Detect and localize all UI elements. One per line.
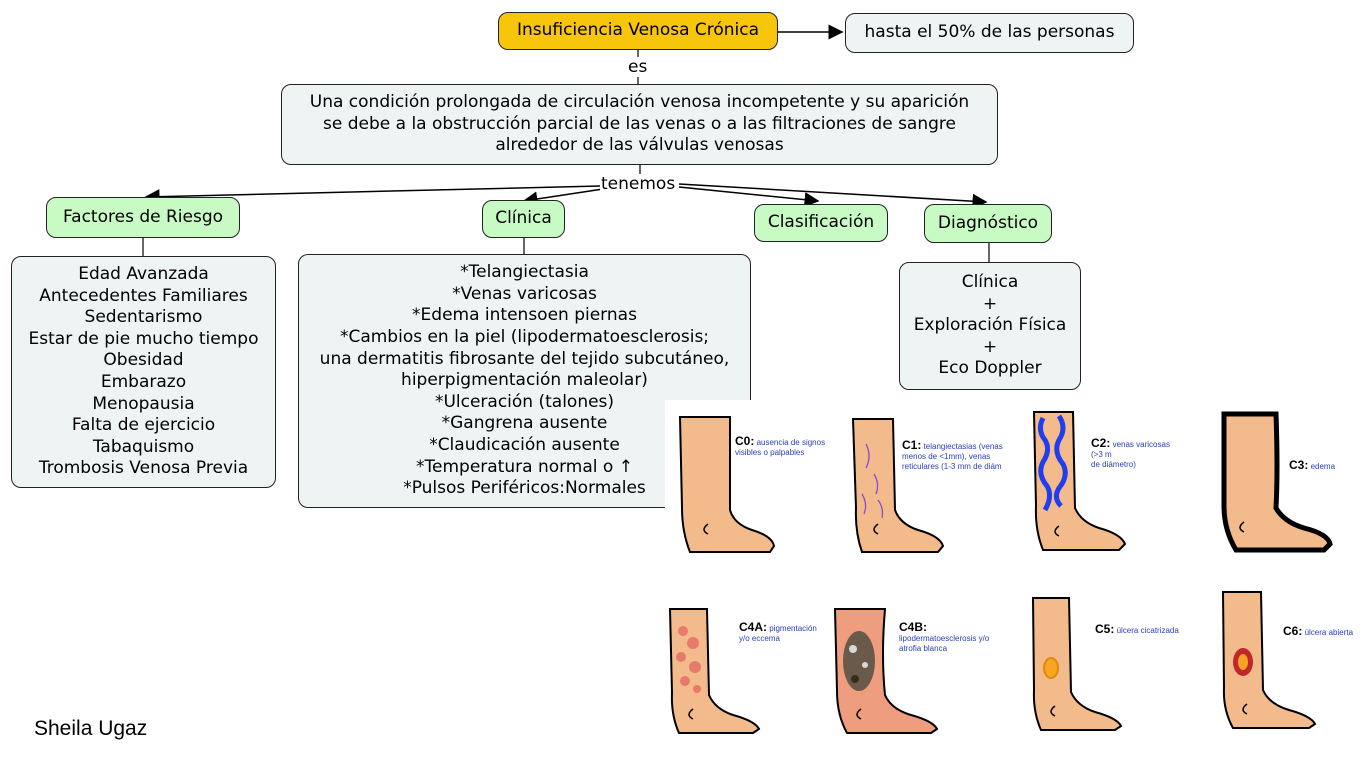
risk-factor-item: Estar de pie mucho tiempo bbox=[28, 328, 259, 349]
stage-desc: menos de <1mm), venas bbox=[902, 452, 991, 461]
stage-code: C4A: bbox=[739, 620, 768, 634]
category-label: Diagnóstico bbox=[937, 212, 1039, 233]
risk-factor-item: Obesidad bbox=[103, 350, 184, 371]
leg-illustration-c4b bbox=[833, 608, 939, 734]
category-clinica[interactable]: Clínica bbox=[482, 200, 565, 238]
diagnostic-item: + bbox=[982, 293, 998, 314]
clinical-item: *Pulsos Periféricos:Normales bbox=[403, 478, 646, 499]
stage-code: C6: bbox=[1283, 624, 1303, 638]
stage-code: C4B: bbox=[899, 620, 928, 634]
leg-illustration-c0 bbox=[678, 416, 776, 553]
stage-desc: y/o eccema bbox=[739, 634, 780, 643]
stage-desc: lipodermatoesclerosis y/o bbox=[899, 634, 990, 643]
stage-code: C5: bbox=[1095, 622, 1115, 636]
link-label-tenemos: tenemos bbox=[600, 174, 677, 194]
stage-desc: de diámetro) bbox=[1091, 460, 1136, 469]
clinical-item: *Telangiectasia bbox=[460, 262, 589, 283]
stage-desc: atrofia blanca bbox=[899, 644, 948, 653]
leg-illustration-c6 bbox=[1221, 591, 1317, 729]
arrow-clasificacion bbox=[678, 186, 820, 208]
stage-caption: C6: úlcera abierta bbox=[1283, 624, 1366, 638]
clinical-item: *Claudicación ausente bbox=[429, 434, 620, 455]
clinical-item: *Cambios en la piel (lipodermatoescleros… bbox=[339, 327, 710, 348]
ceap-classification-image: C0: ausencia de signos visibles o palpab… bbox=[665, 400, 1366, 743]
diagnostic-item: Eco Doppler bbox=[938, 358, 1042, 379]
clinical-item: *Gangrena ausente bbox=[441, 413, 608, 434]
clinical-item: *Temperatura normal o ↑ bbox=[416, 456, 633, 477]
risk-factor-item: Antecedentes Familiares bbox=[39, 285, 248, 306]
stage-desc: edema bbox=[1310, 462, 1336, 471]
leg-illustration-c3 bbox=[1221, 411, 1333, 553]
title-text: Insuficiencia Venosa Crónica bbox=[516, 20, 760, 41]
stage-desc: telangiectasias (venas bbox=[923, 442, 1003, 451]
stage-code: C2: bbox=[1091, 438, 1111, 450]
diagnostic-item: Exploración Física bbox=[913, 315, 1067, 336]
stage-caption: C0: ausencia de signos visibles o palpab… bbox=[735, 434, 830, 458]
category-factores-de-riesgo[interactable]: Factores de Riesgo bbox=[46, 197, 240, 238]
category-label: Clínica bbox=[495, 208, 552, 229]
stage-desc: venas varicosas (>3 m bbox=[1091, 440, 1170, 459]
stage-code: C0: bbox=[735, 434, 755, 448]
risk-factor-item: Sedentarismo bbox=[84, 307, 203, 328]
stage-desc: úlcera cicatrizada bbox=[1116, 626, 1179, 635]
stage-desc: úlcera abierta bbox=[1304, 628, 1354, 637]
risk-factor-item: Falta de ejercicio bbox=[71, 415, 216, 436]
leg-illustration-c4a bbox=[668, 608, 761, 734]
stage-code: C1: bbox=[902, 438, 922, 452]
clinical-item: una dermatitis fibrosante del tejido sub… bbox=[319, 348, 730, 369]
arrow-clinica bbox=[522, 188, 604, 207]
definition-line: alrededor de las válvulas venosas bbox=[495, 135, 784, 156]
risk-factor-item: Embarazo bbox=[100, 372, 187, 392]
category-label: Clasificación bbox=[767, 212, 875, 233]
stage-caption: C5: úlcera cicatrizada bbox=[1095, 622, 1195, 636]
arrow-factores bbox=[144, 185, 601, 205]
stage-desc: visibles o palpables bbox=[735, 448, 805, 457]
leg-illustration-c1 bbox=[851, 418, 945, 553]
clinical-item: *Ulceración (talones) bbox=[434, 391, 615, 412]
leg-illustration-c2 bbox=[1032, 411, 1127, 551]
risk-factor-item: Menopausia bbox=[92, 393, 195, 414]
stage-desc: reticulares (1-3 mm de diám bbox=[902, 462, 1002, 471]
prevalence-node[interactable]: hasta el 50% de las personas bbox=[845, 13, 1134, 53]
prevalence-text: hasta el 50% de las personas bbox=[864, 22, 1115, 43]
diagnostic-item: + bbox=[982, 336, 998, 357]
stage-desc: pigmentación bbox=[769, 624, 817, 633]
author-name: Sheila Ugaz bbox=[34, 717, 148, 740]
title-node[interactable]: Insuficiencia Venosa Crónica bbox=[498, 12, 778, 50]
category-clasificacion[interactable]: Clasificación bbox=[754, 204, 888, 242]
definition-node[interactable]: Una condición prolongada de circulación … bbox=[281, 84, 998, 165]
leg-illustration-c5 bbox=[1031, 597, 1123, 731]
stage-caption: C4A: pigmentación y/o eccema bbox=[739, 620, 834, 644]
definition-line: Una condición prolongada de circulación … bbox=[309, 92, 970, 113]
diagnostico-list-node[interactable]: Clínica + Exploración Física + Eco Doppl… bbox=[899, 262, 1081, 390]
risk-factor-item: Trombosis Venosa Previa bbox=[38, 458, 249, 479]
link-label-es: es bbox=[627, 57, 649, 77]
factores-list-node[interactable]: Edad Avanzada Antecedentes Familiares Se… bbox=[11, 256, 276, 488]
category-diagnostico[interactable]: Diagnóstico bbox=[924, 204, 1052, 243]
stage-caption: C2: venas varicosas (>3 m de diámetro) bbox=[1091, 438, 1181, 470]
clinical-item: *Venas varicosas bbox=[452, 283, 597, 304]
stage-caption: C3: edema bbox=[1289, 458, 1359, 472]
diagnostic-item: Clínica bbox=[961, 272, 1019, 293]
arrow-diagnostico bbox=[678, 183, 988, 209]
risk-factor-item: Tabaquismo bbox=[92, 436, 195, 457]
definition-line: se debe a la obstrucción parcial de las … bbox=[323, 113, 956, 134]
clinical-item: hiperpigmentación maleolar) bbox=[401, 370, 648, 391]
stage-code: C3: bbox=[1289, 458, 1309, 472]
stage-caption: C1: telangiectasias (venas menos de <1mm… bbox=[902, 438, 1012, 472]
risk-factor-item: Edad Avanzada bbox=[78, 264, 209, 285]
stage-desc: ausencia de signos bbox=[756, 438, 826, 447]
category-label: Factores de Riesgo bbox=[62, 206, 224, 227]
stage-caption: C4B: lipodermatoesclerosis y/o atrofia b… bbox=[899, 620, 1009, 654]
clinical-item: *Edema intensoen piernas bbox=[412, 305, 637, 326]
